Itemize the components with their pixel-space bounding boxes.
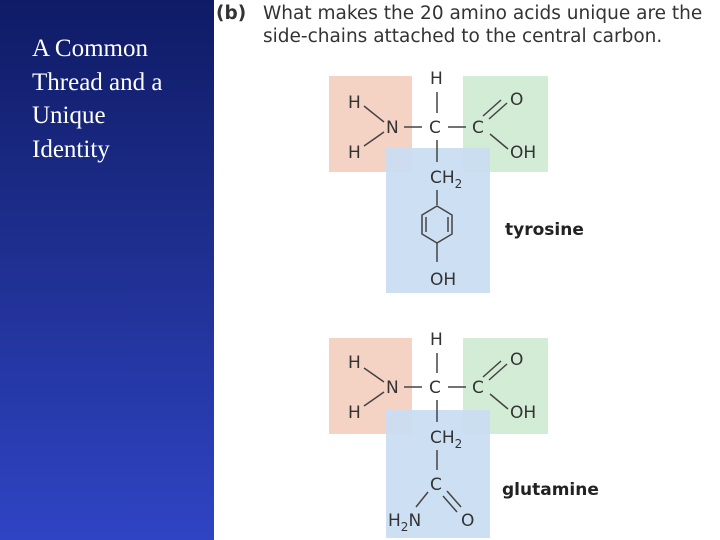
- nitrogen-atom: N: [386, 118, 399, 138]
- bond-lines: [363, 92, 509, 262]
- bond-lines: [363, 353, 509, 513]
- methylene-label: CH2: [430, 168, 462, 191]
- hydrogen-atom: H: [348, 353, 361, 373]
- caption-line-1: What makes the 20 amino acids unique are…: [263, 3, 703, 24]
- side-chain-box: [386, 410, 490, 538]
- hydrogen-atom: H: [348, 93, 361, 113]
- hydroxyl-label: OH: [430, 270, 456, 290]
- tyrosine-structure: H H H N C C O OH CH2 OH tyrosine: [329, 69, 584, 293]
- carboxyl-carbon-atom: C: [472, 118, 484, 138]
- hydrogen-atom: H: [348, 143, 361, 163]
- alpha-carbon-atom: C: [429, 118, 441, 138]
- figure-label: (b): [216, 3, 247, 24]
- amine-label: H2N: [388, 511, 421, 534]
- alpha-carbon-atom: C: [429, 378, 441, 398]
- oxygen-atom: O: [461, 511, 474, 531]
- sidebar-panel: A Common Thread and a Unique Identity: [0, 0, 214, 540]
- glutamine-structure: H H H N C C O OH CH2 C H2N O glutamine: [329, 330, 599, 538]
- nitrogen-atom: N: [386, 378, 399, 398]
- carboxyl-carbon-atom: C: [472, 378, 484, 398]
- amide-carbon-atom: C: [430, 475, 442, 495]
- hydrogen-atom: H: [430, 330, 443, 350]
- side-chain-box: [386, 148, 490, 293]
- slide-title: A Common Thread and a Unique Identity: [32, 35, 163, 163]
- hydroxyl-label: OH: [510, 143, 536, 163]
- hydrogen-atom: H: [430, 69, 443, 89]
- caption-line-2: side-chains attached to the central carb…: [263, 26, 663, 47]
- oxygen-atom: O: [510, 90, 523, 110]
- oxygen-atom: O: [510, 350, 523, 370]
- glutamine-label: glutamine: [502, 480, 599, 500]
- hydrogen-atom: H: [348, 403, 361, 423]
- methylene-label: CH2: [430, 428, 462, 451]
- tyrosine-label: tyrosine: [505, 220, 584, 240]
- hydroxyl-label: OH: [510, 403, 536, 423]
